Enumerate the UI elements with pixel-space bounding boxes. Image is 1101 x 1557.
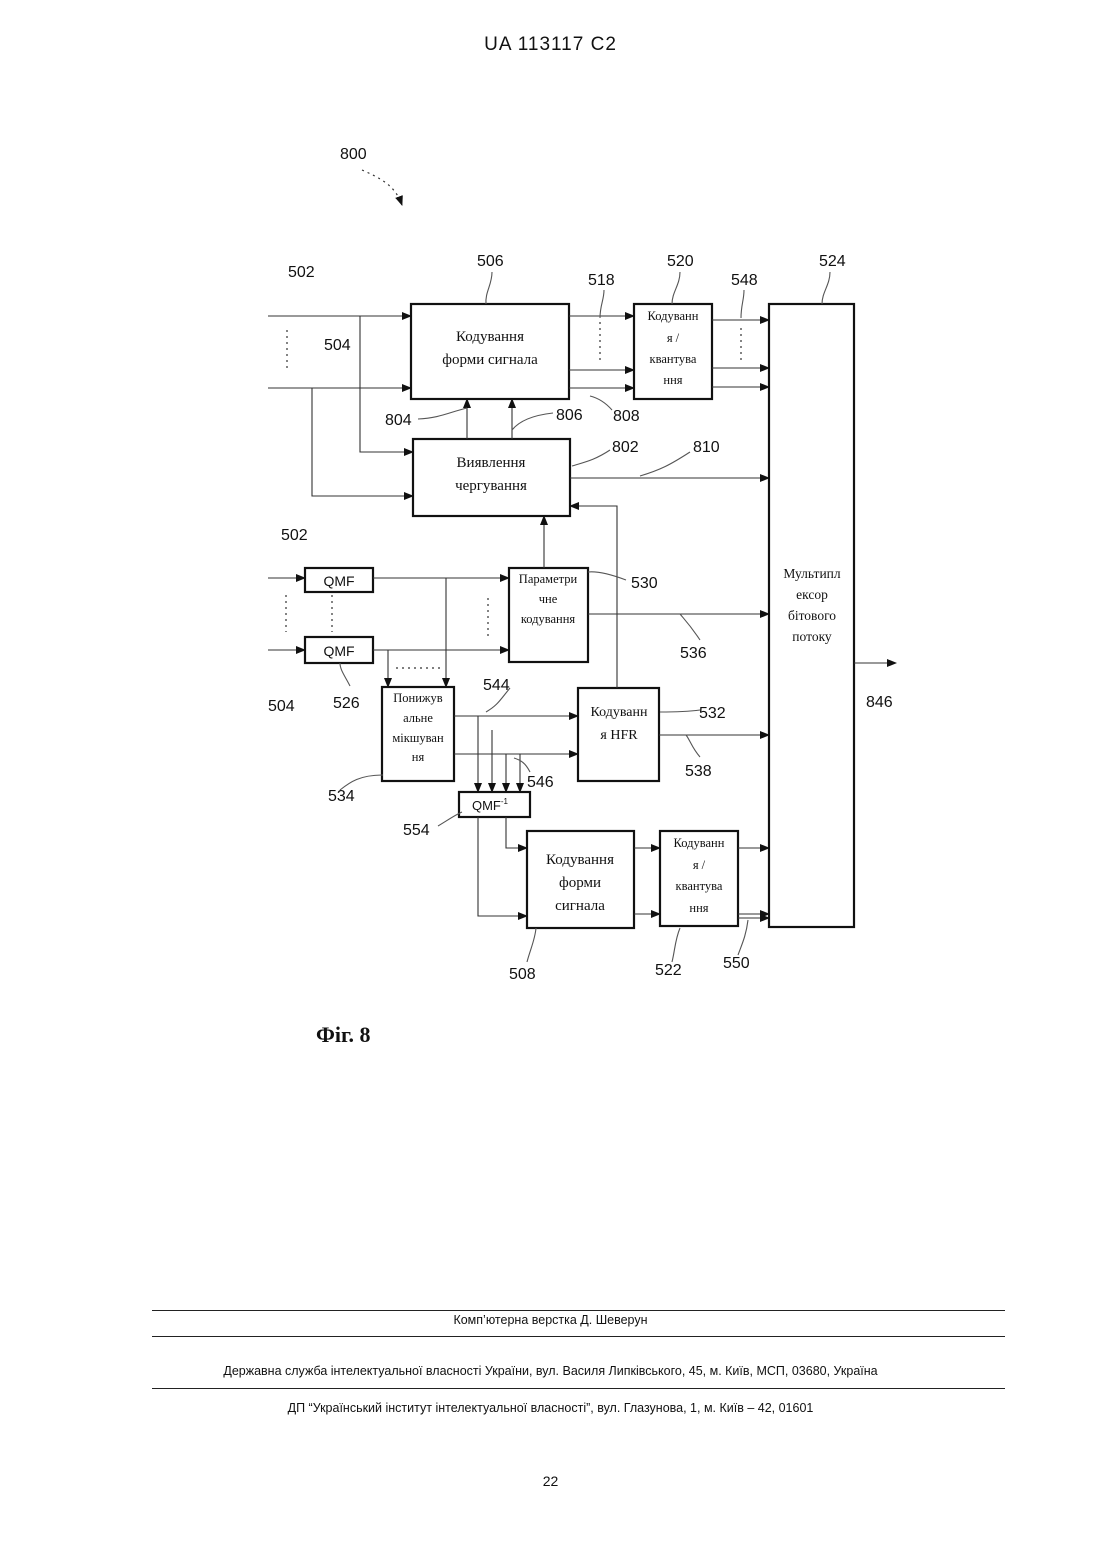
ref-530: 530 [631, 575, 658, 592]
footer-rule-2 [152, 1336, 1005, 1337]
svg-text:Мультипл: Мультипл [783, 566, 841, 581]
svg-text:Параметри: Параметри [519, 572, 578, 586]
ref-800: 800 [340, 146, 367, 163]
waveform-coding-bottom-block: Кодування форми сигнала [527, 831, 634, 928]
ref-808: 808 [613, 408, 640, 425]
ref-536: 536 [680, 645, 707, 662]
downmix-block: Понижув альне мікшуван ня [382, 687, 454, 781]
svg-text:я HFR: я HFR [600, 728, 638, 743]
svg-text:чне: чне [539, 592, 558, 606]
parametric-coding-block: Параметри чне кодування [509, 568, 588, 662]
svg-text:QMF: QMF [323, 573, 354, 589]
svg-text:Кодуванн: Кодуванн [674, 836, 725, 850]
ref-520: 520 [667, 253, 694, 270]
svg-text:мікшуван: мікшуван [392, 731, 444, 745]
ref-534: 534 [328, 788, 355, 805]
ref-504-mid: 504 [268, 698, 295, 715]
figure-pointer [362, 170, 402, 205]
svg-text:QMF: QMF [323, 643, 354, 659]
ref-506: 506 [477, 253, 504, 270]
svg-text:форми: форми [559, 875, 601, 891]
ref-846: 846 [866, 694, 893, 711]
svg-text:потоку: потоку [792, 629, 832, 644]
ref-554: 554 [403, 822, 430, 839]
interleave-detection-block: Виявлення чергування [413, 439, 570, 516]
ref-548: 548 [731, 272, 758, 289]
footer-rule-1 [152, 1310, 1005, 1311]
ref-804: 804 [385, 412, 412, 429]
quantization-bottom-block: Кодуванн я / квантува ння [660, 831, 738, 926]
svg-text:ня: ня [412, 750, 425, 764]
ref-806: 806 [556, 407, 583, 424]
footer-rule-3 [152, 1388, 1005, 1389]
qmf-block-1: QMF [305, 568, 373, 592]
ref-544: 544 [483, 677, 510, 694]
hfr-coding-block: Кодуванн я HFR [578, 688, 659, 781]
svg-text:квантува: квантува [676, 879, 723, 893]
svg-text:квантува: квантува [650, 352, 697, 366]
svg-text:сигнала: сигнала [555, 898, 605, 914]
inverse-qmf-block: QMF-1 [459, 792, 530, 817]
quantization-top-block: Кодуванн я / квантува ння [634, 304, 712, 399]
svg-text:ексор: ексор [796, 587, 828, 602]
ref-546: 546 [527, 774, 554, 791]
qmf-block-2: QMF [305, 637, 373, 663]
svg-text:Кодуванн: Кодуванн [648, 309, 699, 323]
page-number: 22 [0, 1473, 1101, 1489]
svg-text:я /: я / [667, 331, 680, 345]
ref-810: 810 [693, 439, 720, 456]
svg-text:ння: ння [663, 373, 682, 387]
bitstream-multiplexer-block: Мультипл ексор бітового потоку [769, 304, 854, 927]
svg-text:Виявлення: Виявлення [457, 455, 526, 471]
svg-text:альне: альне [403, 711, 433, 725]
ref-526: 526 [333, 695, 360, 712]
ref-538: 538 [685, 763, 712, 780]
svg-text:ння: ння [689, 901, 708, 915]
ref-504-top: 504 [324, 337, 351, 354]
svg-text:форми сигнала: форми сигнала [442, 352, 538, 368]
svg-text:кодування: кодування [521, 612, 576, 626]
ref-502-top: 502 [288, 264, 315, 281]
agency-address: Державна служба інтелектуальної власност… [0, 1364, 1101, 1378]
institute-address: ДП “Український інститут інтелектуальної… [0, 1401, 1101, 1415]
svg-text:Кодування: Кодування [546, 852, 614, 868]
ref-508: 508 [509, 966, 536, 983]
ref-502-mid: 502 [281, 527, 308, 544]
svg-text:чергування: чергування [455, 478, 527, 494]
figure-caption: Фіг. 8 [316, 1022, 371, 1048]
ref-524: 524 [819, 253, 846, 270]
layout-credit: Комп’ютерна верстка Д. Шеверун [0, 1313, 1101, 1327]
svg-text:Кодуванн: Кодуванн [591, 705, 648, 720]
ref-518: 518 [588, 272, 615, 289]
waveform-coding-top-block: Кодування форми сигнала [411, 304, 569, 399]
svg-text:Понижув: Понижув [393, 691, 443, 705]
svg-text:я /: я / [693, 858, 706, 872]
ref-802: 802 [612, 439, 639, 456]
svg-text:бітового: бітового [788, 608, 836, 623]
ref-550: 550 [723, 955, 750, 972]
ref-532: 532 [699, 705, 726, 722]
ref-522: 522 [655, 962, 682, 979]
svg-text:Кодування: Кодування [456, 329, 524, 345]
